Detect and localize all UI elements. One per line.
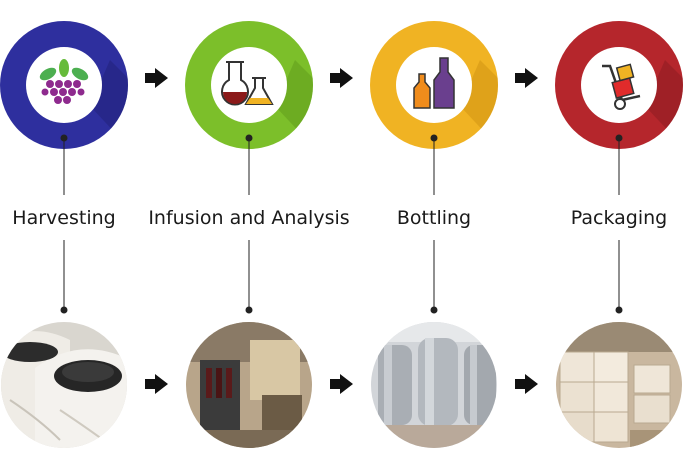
stage-icon-circle: [185, 21, 313, 149]
stage-bottling: Bottling: [370, 21, 498, 448]
hand-truck-boxes-icon: [602, 63, 641, 110]
winery-lab-photo: [186, 322, 312, 448]
right-arrow-icon: [515, 374, 538, 394]
flow-arrows: [145, 68, 538, 394]
stage-icon-circle: [0, 21, 128, 149]
steel-tanks-photo: [371, 322, 497, 448]
packed-boxes-photo: [556, 322, 682, 448]
lab-flasks-icon: [221, 61, 274, 106]
stage-icon-circle: [370, 21, 498, 149]
right-arrow-icon: [145, 374, 168, 394]
bottles-icon: [413, 57, 455, 109]
stage-label-bottling: Bottling: [397, 207, 471, 229]
stage-label-harvesting: Harvesting: [12, 207, 115, 229]
right-arrow-icon: [515, 68, 538, 88]
right-arrow-icon: [145, 68, 168, 88]
stage-icon-circle: [555, 21, 683, 149]
stage-harvesting: Harvesting: [0, 21, 128, 448]
grape-sacks-photo: [1, 322, 127, 448]
stage-label-packaging: Packaging: [571, 207, 667, 229]
right-arrow-icon: [330, 374, 353, 394]
right-arrow-icon: [330, 68, 353, 88]
stage-infusion-and-analysis: Infusion and Analysis: [148, 21, 350, 448]
stage-label-infusion-and-analysis: Infusion and Analysis: [148, 207, 349, 229]
grapes-icon: [39, 59, 89, 104]
stage-packaging: Packaging: [555, 21, 683, 448]
